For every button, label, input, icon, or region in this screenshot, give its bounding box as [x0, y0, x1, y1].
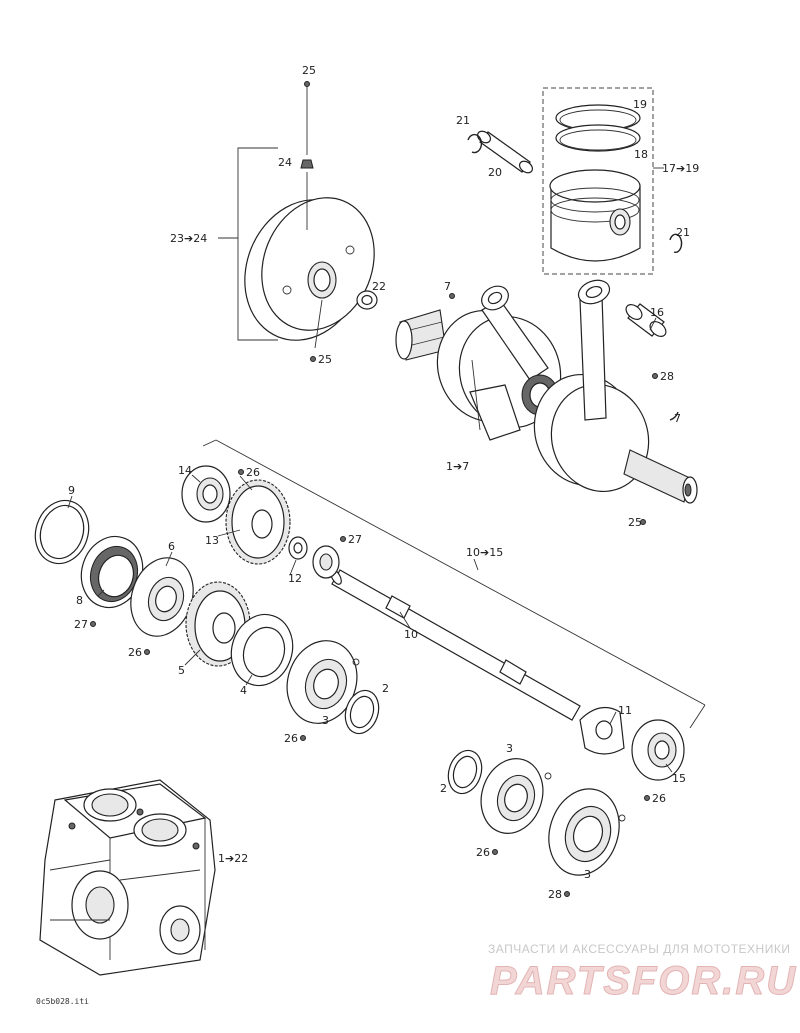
callout-11: 11	[618, 704, 632, 717]
callout-25-mid: 25	[318, 353, 332, 366]
callout-6: 6	[168, 540, 175, 553]
callout-13: 13	[205, 534, 219, 547]
watermark-logo: PARTSFOR.RU	[490, 959, 797, 1003]
callout-26-c: 26	[284, 732, 298, 745]
callout-3-a: 3	[322, 714, 329, 727]
callout-24: 24	[278, 156, 292, 169]
callout-27-a: 27	[348, 533, 362, 546]
callout-15: 15	[672, 772, 686, 785]
callout-5: 5	[178, 664, 185, 677]
callout-3-c: 3	[584, 868, 591, 881]
callout-26-b: 26	[128, 646, 142, 659]
callout-25-low: 25	[628, 516, 642, 529]
callout-25-top: 25	[302, 64, 316, 77]
engine-block	[39, 779, 216, 976]
callout-22: 22	[372, 280, 386, 293]
callout-14: 14	[178, 464, 192, 477]
callout-10-15: 10➔15	[466, 546, 503, 559]
callout-3-b: 3	[506, 742, 513, 755]
piston-group	[467, 87, 683, 275]
callout-2-b: 2	[440, 782, 447, 795]
right-bearing-stack	[447, 749, 626, 876]
callout-27-b: 27	[74, 618, 88, 631]
callout-21-b: 21	[676, 226, 690, 239]
balance-shaft-group	[181, 439, 706, 781]
callout-28-b: 28	[548, 888, 562, 901]
callout-4: 4	[240, 684, 247, 697]
callout-8: 8	[76, 594, 83, 607]
callout-labels: 25 24 23➔24 22 25 19 18 17➔19 21 20 21 7…	[68, 64, 699, 901]
callout-7-a: 7	[444, 280, 451, 293]
callout-17-19: 17➔19	[662, 162, 699, 175]
callout-16: 16	[650, 306, 664, 319]
callout-2-a: 2	[382, 682, 389, 695]
callout-20: 20	[488, 166, 502, 179]
callout-9: 9	[68, 484, 75, 497]
callout-23-24: 23➔24	[170, 232, 207, 245]
callout-28: 28	[660, 370, 674, 383]
flywheel-group	[218, 85, 378, 349]
callout-19: 19	[633, 98, 647, 111]
callout-18: 18	[634, 148, 648, 161]
left-bearing-stack	[34, 499, 380, 735]
callout-26-d: 26	[652, 792, 666, 805]
callout-7-b: 7	[674, 412, 681, 425]
leader-lines	[67, 317, 673, 773]
callout-1-22: 1➔22	[218, 852, 248, 865]
drop-markers	[90, 81, 658, 897]
callout-1-7: 1➔7	[446, 460, 469, 473]
callout-26-a: 26	[246, 466, 260, 479]
callout-12: 12	[288, 572, 302, 585]
callout-10: 10	[404, 628, 418, 641]
watermark-tagline: ЗАПЧАСТИ И АКСЕССУАРЫ ДЛЯ МОТОТЕХНИКИ	[488, 942, 790, 956]
drawing-reference-code: 0c5b028.iti	[36, 997, 89, 1006]
callout-21-a: 21	[456, 114, 470, 127]
callout-26-e: 26	[476, 846, 490, 859]
crankshaft	[395, 279, 698, 504]
